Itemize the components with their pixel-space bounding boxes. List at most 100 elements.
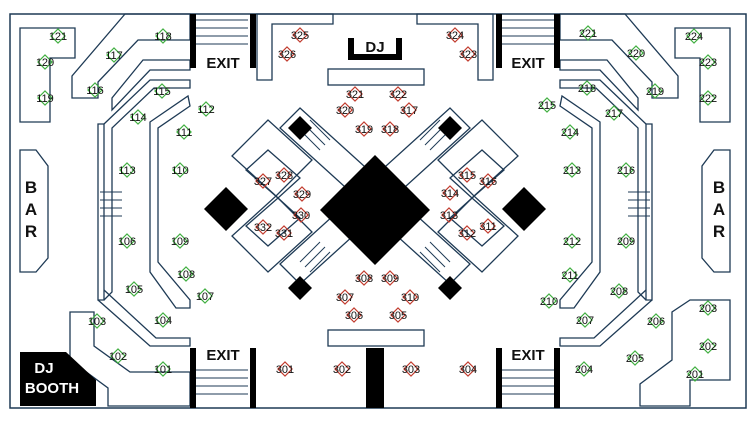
table-323[interactable]: 323: [459, 46, 477, 62]
table-319[interactable]: 319: [355, 121, 373, 137]
table-220[interactable]: 220: [627, 45, 645, 61]
table-304[interactable]: 304: [459, 361, 477, 377]
table-number: 313: [440, 210, 458, 222]
table-224[interactable]: 224: [685, 28, 703, 44]
table-307[interactable]: 307: [336, 289, 354, 305]
table-119[interactable]: 119: [36, 90, 54, 106]
table-208[interactable]: 208: [610, 283, 628, 299]
table-115[interactable]: 115: [153, 83, 171, 99]
table-121[interactable]: 121: [49, 28, 67, 44]
table-207[interactable]: 207: [576, 312, 594, 328]
table-215[interactable]: 215: [538, 97, 556, 113]
table-number: 110: [171, 165, 189, 177]
table-number: 221: [579, 28, 597, 40]
table-104[interactable]: 104: [154, 312, 172, 328]
table-314[interactable]: 314: [441, 185, 459, 201]
table-320[interactable]: 320: [336, 102, 354, 118]
table-marker: [403, 361, 419, 377]
table-214[interactable]: 214: [561, 124, 579, 140]
table-112[interactable]: 112: [197, 101, 215, 117]
table-205[interactable]: 205: [626, 350, 644, 366]
table-209[interactable]: 209: [617, 233, 635, 249]
exit-label: EXIT: [511, 55, 544, 72]
table-number: 323: [459, 49, 477, 61]
table-331[interactable]: 331: [275, 225, 293, 241]
table-313[interactable]: 313: [440, 207, 458, 223]
table-312[interactable]: 312: [458, 225, 476, 241]
table-number: 217: [605, 108, 623, 120]
table-101[interactable]: 101: [154, 361, 172, 377]
table-327[interactable]: 327: [254, 173, 272, 189]
table-102[interactable]: 102: [109, 348, 127, 364]
table-203[interactable]: 203: [699, 300, 717, 316]
table-number: 316: [479, 176, 497, 188]
table-number: 205: [626, 353, 644, 365]
table-107[interactable]: 107: [196, 288, 214, 304]
table-305[interactable]: 305: [389, 307, 407, 323]
table-number: 317: [400, 105, 418, 117]
table-111[interactable]: 111: [176, 124, 193, 140]
table-120[interactable]: 120: [36, 54, 54, 70]
table-315[interactable]: 315: [458, 167, 476, 183]
table-306[interactable]: 306: [345, 307, 363, 323]
table-310[interactable]: 310: [401, 289, 419, 305]
table-328[interactable]: 328: [275, 167, 293, 183]
table-217[interactable]: 217: [605, 105, 623, 121]
table-117[interactable]: 117: [105, 47, 123, 63]
table-106[interactable]: 106: [118, 233, 136, 249]
table-201[interactable]: 201: [686, 366, 704, 382]
table-113[interactable]: 113: [118, 162, 136, 178]
table-number: 201: [686, 369, 704, 381]
table-105[interactable]: 105: [125, 281, 143, 297]
table-211[interactable]: 211: [561, 267, 579, 283]
table-321[interactable]: 321: [346, 86, 364, 102]
table-number: 307: [336, 292, 354, 304]
table-311[interactable]: 311: [479, 218, 497, 234]
table-303[interactable]: 303: [402, 361, 420, 377]
table-number: 207: [576, 315, 594, 327]
table-109[interactable]: 109: [171, 233, 189, 249]
table-marker: [441, 207, 457, 223]
table-219[interactable]: 219: [646, 83, 664, 99]
table-number: 326: [278, 49, 296, 61]
table-114[interactable]: 114: [129, 109, 147, 125]
table-222[interactable]: 222: [699, 90, 717, 106]
table-212[interactable]: 212: [563, 233, 581, 249]
bar-left-label: BAR: [25, 178, 37, 241]
table-223[interactable]: 223: [699, 54, 717, 70]
table-marker: [279, 46, 295, 62]
table-116[interactable]: 116: [86, 82, 104, 98]
table-216[interactable]: 216: [617, 162, 635, 178]
table-302[interactable]: 302: [333, 361, 351, 377]
table-221[interactable]: 221: [579, 25, 597, 41]
table-316[interactable]: 316: [479, 173, 497, 189]
table-number: 103: [88, 316, 106, 328]
table-329[interactable]: 329: [293, 186, 311, 202]
table-210[interactable]: 210: [540, 293, 558, 309]
table-218[interactable]: 218: [578, 80, 596, 96]
table-204[interactable]: 204: [575, 361, 593, 377]
table-309[interactable]: 309: [381, 270, 399, 286]
table-marker: [255, 219, 271, 235]
table-326[interactable]: 326: [278, 46, 296, 62]
table-330[interactable]: 330: [292, 207, 310, 223]
table-318[interactable]: 318: [381, 121, 399, 137]
table-number: 108: [177, 269, 195, 281]
table-324[interactable]: 324: [446, 27, 464, 43]
table-number: 208: [610, 286, 628, 298]
table-110[interactable]: 110: [171, 162, 189, 178]
table-103[interactable]: 103: [88, 313, 106, 329]
table-213[interactable]: 213: [563, 162, 581, 178]
table-317[interactable]: 317: [400, 102, 418, 118]
table-322[interactable]: 322: [389, 86, 407, 102]
table-308[interactable]: 308: [355, 270, 373, 286]
table-332[interactable]: 332: [254, 219, 272, 235]
table-301[interactable]: 301: [276, 361, 294, 377]
table-marker: [686, 28, 702, 44]
table-206[interactable]: 206: [647, 313, 665, 329]
table-325[interactable]: 325: [291, 27, 309, 43]
table-118[interactable]: 118: [154, 28, 172, 44]
table-108[interactable]: 108: [177, 266, 195, 282]
table-202[interactable]: 202: [699, 338, 717, 354]
